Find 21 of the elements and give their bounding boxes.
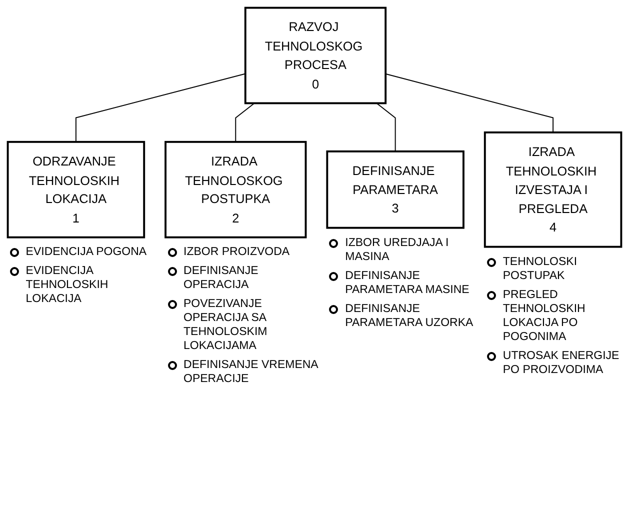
process-box: RAZVOJ TEHNOLOSKOG PROCESA 0 bbox=[244, 6, 387, 104]
connector-line bbox=[75, 73, 246, 142]
list-item: UTROSAK ENERGIJE PO PROIZVODIMA bbox=[502, 348, 620, 377]
list-item: DEFINISANJE OPERACIJA bbox=[184, 264, 260, 292]
list-item: IZBOR PROIZVODA bbox=[184, 245, 290, 260]
process-box: ODRZAVANJE TEHNOLOSKIH LOKACIJA 1 bbox=[6, 140, 146, 238]
list-item: DEFINISANJE PARAMETARA UZORKA bbox=[345, 302, 474, 330]
process-box: IZRADA TEHNOLOSKIH IZVESTAJA I PREGLEDA 4 bbox=[484, 131, 622, 248]
list-item: DEFINISANJE VREMENA OPERACIJE bbox=[184, 358, 320, 386]
process-box: IZRADA TEHNOLOSKOG POSTUPKA 2 bbox=[164, 140, 307, 238]
list-item: PREGLED TEHNOLOSKIH LOKACIJA PO POGONIMA bbox=[502, 288, 586, 344]
list-item: EVIDENCIJA POGONA bbox=[26, 245, 147, 260]
list-item: DEFINISANJE PARAMETARA MASINE bbox=[345, 268, 470, 297]
list-item: EVIDENCIJA TEHNOLOSKIH LOKACIJA bbox=[26, 264, 110, 306]
list-item: TEHNOLOSKI POSTUPAK bbox=[502, 254, 578, 283]
list-item: IZBOR UREDJAJA I MASINA bbox=[345, 236, 450, 264]
list-item: POVEZIVANJE OPERACIJA SA TEHNOLOSKIM LOKACIJAMA bbox=[184, 297, 268, 354]
process-box: DEFINISANJE PARAMETARA 3 bbox=[326, 150, 464, 229]
connector-line bbox=[235, 102, 255, 142]
connector-line bbox=[385, 73, 554, 133]
connector-line bbox=[376, 102, 396, 152]
